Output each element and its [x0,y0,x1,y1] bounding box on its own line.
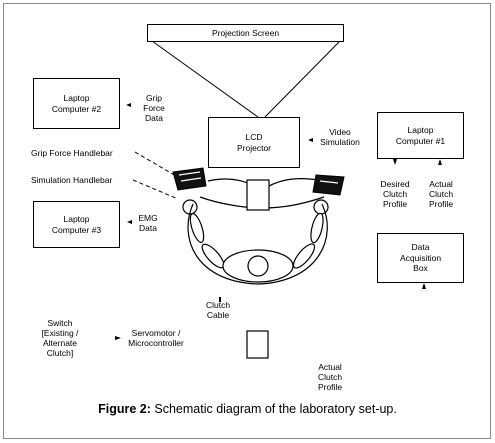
arrow-servomotor [115,336,121,340]
lcd-projector-box: LCD Projector [208,117,300,168]
figure-caption-text: Schematic diagram of the laboratory set-… [150,402,397,416]
leader-simulation-handlebar [132,179,179,200]
head [247,255,269,277]
laptop-computer-1-label: Laptop Computer #1 [395,125,446,146]
projection-ray-left [151,40,259,118]
arrow-emg-data [127,220,132,224]
laptop-computer-3-box: Laptop Computer #3 [33,201,120,248]
laptop-computer-3-label: Laptop Computer #3 [51,214,102,235]
data-acquisition-box: Data Acquisition Box [377,233,464,283]
video-simulation-label: Video Simulation [320,127,360,147]
actual-clutch-profile-top-label: Actual Clutch Profile [428,179,454,209]
clutch-cable-label: Clutch Cable [205,300,231,320]
figure-frame [3,3,491,439]
arrow-data-acquisition [422,283,426,289]
left-forearm [189,213,205,243]
figure-caption: Figure 2: Schematic diagram of the labor… [0,402,495,416]
switch-label: Switch [Existing / Alternate Clutch] [41,318,79,358]
arrow-desired-clutch-profile [393,159,397,165]
body-outline [187,203,328,285]
lcd-projector-label: LCD Projector [236,132,271,153]
laptop-computer-2-box: Laptop Computer #2 [33,78,120,129]
laptop-computer-2-label: Laptop Computer #2 [51,93,102,114]
arrow-video-simulation [308,138,313,142]
projection-ray-right [264,40,341,118]
left-grip-group [172,167,207,191]
projection-screen-label: Projection Screen [211,27,280,38]
right-hand [313,199,329,215]
simulation-handlebar-label: Simulation Handlebar [31,175,113,185]
servomotor-label: Servomotor / Microcontroller [128,328,184,348]
right-upper-arm [292,243,316,269]
desired-clutch-profile-label: Desired Clutch Profile [380,179,410,209]
data-acquisition-label: Data Acquisition Box [399,242,442,274]
actual-clutch-profile-bottom-label: Actual Clutch Profile [317,362,343,392]
arrow-actual-clutch-profile [438,159,442,165]
grip-force-handlebar-label: Grip Force Handlebar [31,148,113,158]
emg-data-label: EMG Data [138,213,158,233]
arrow-grip-force-data [126,103,131,107]
handlebar-center-block [246,179,270,211]
clutch-box [246,330,269,359]
leader-grip-force-handlebar [134,151,177,177]
right-forearm [310,212,324,244]
right-grip-group [312,174,345,196]
tick-clutch-cable [219,297,221,302]
figure-caption-prefix: Figure 2: [98,402,151,416]
laptop-computer-1-box: Laptop Computer #1 [377,112,464,159]
projection-screen-box: Projection Screen [147,24,344,42]
grip-force-data-label: Grip Force Data [143,93,165,123]
